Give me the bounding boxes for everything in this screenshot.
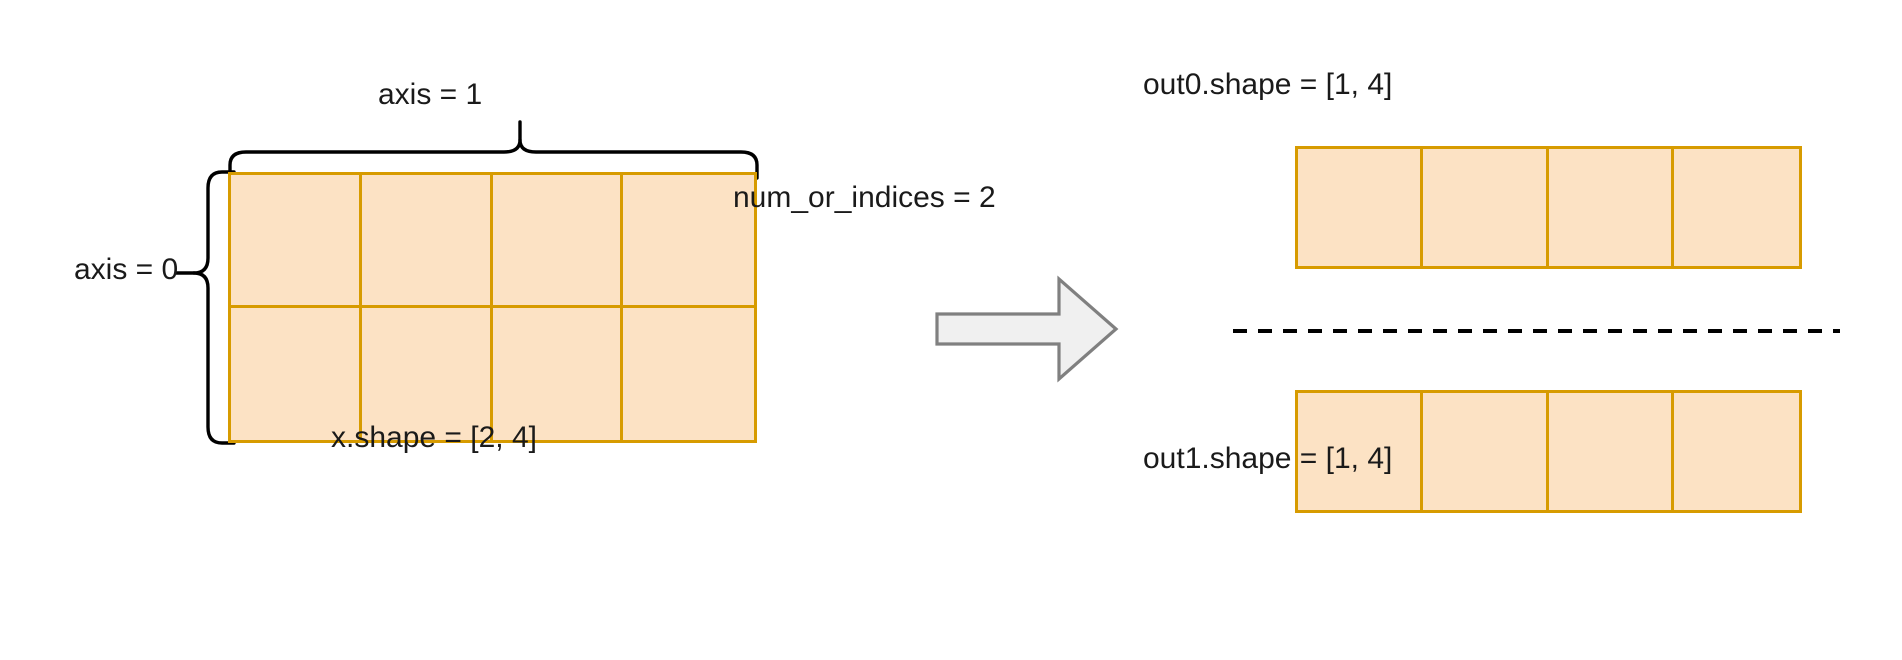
tensor-cell bbox=[1673, 149, 1799, 266]
tensor-cell bbox=[361, 307, 493, 440]
axis-0-label: axis = 0 bbox=[74, 253, 179, 286]
tensor-cell bbox=[492, 175, 624, 308]
output1-tensor-grid bbox=[1295, 390, 1802, 513]
tensor-cell bbox=[1423, 149, 1549, 266]
right-arrow-icon bbox=[935, 275, 1119, 383]
tensor-cell bbox=[1423, 393, 1549, 510]
tensor-cell bbox=[1298, 393, 1424, 510]
tensor-cell bbox=[231, 307, 362, 440]
input-tensor-grid bbox=[228, 172, 757, 443]
output0-shape-label: out0.shape = [1, 4] bbox=[1143, 68, 1393, 101]
output0-tensor-grid bbox=[1295, 146, 1802, 269]
tensor-cell bbox=[623, 175, 754, 308]
tensor-cell bbox=[623, 307, 754, 440]
tensor-cell bbox=[231, 175, 362, 308]
input-shape-label: x.shape = [2, 4] bbox=[331, 421, 537, 454]
tensor-cell bbox=[1673, 393, 1799, 510]
tensor-cell bbox=[1548, 149, 1674, 266]
output1-shape-label: out1.shape = [1, 4] bbox=[1143, 442, 1393, 475]
num-or-indices-label: num_or_indices = 2 bbox=[733, 181, 996, 214]
axis-1-label: axis = 1 bbox=[378, 78, 483, 111]
tensor-cell bbox=[1548, 393, 1674, 510]
tensor-cell bbox=[1298, 149, 1424, 266]
tensor-cell bbox=[361, 175, 493, 308]
tensor-cell bbox=[492, 307, 624, 440]
